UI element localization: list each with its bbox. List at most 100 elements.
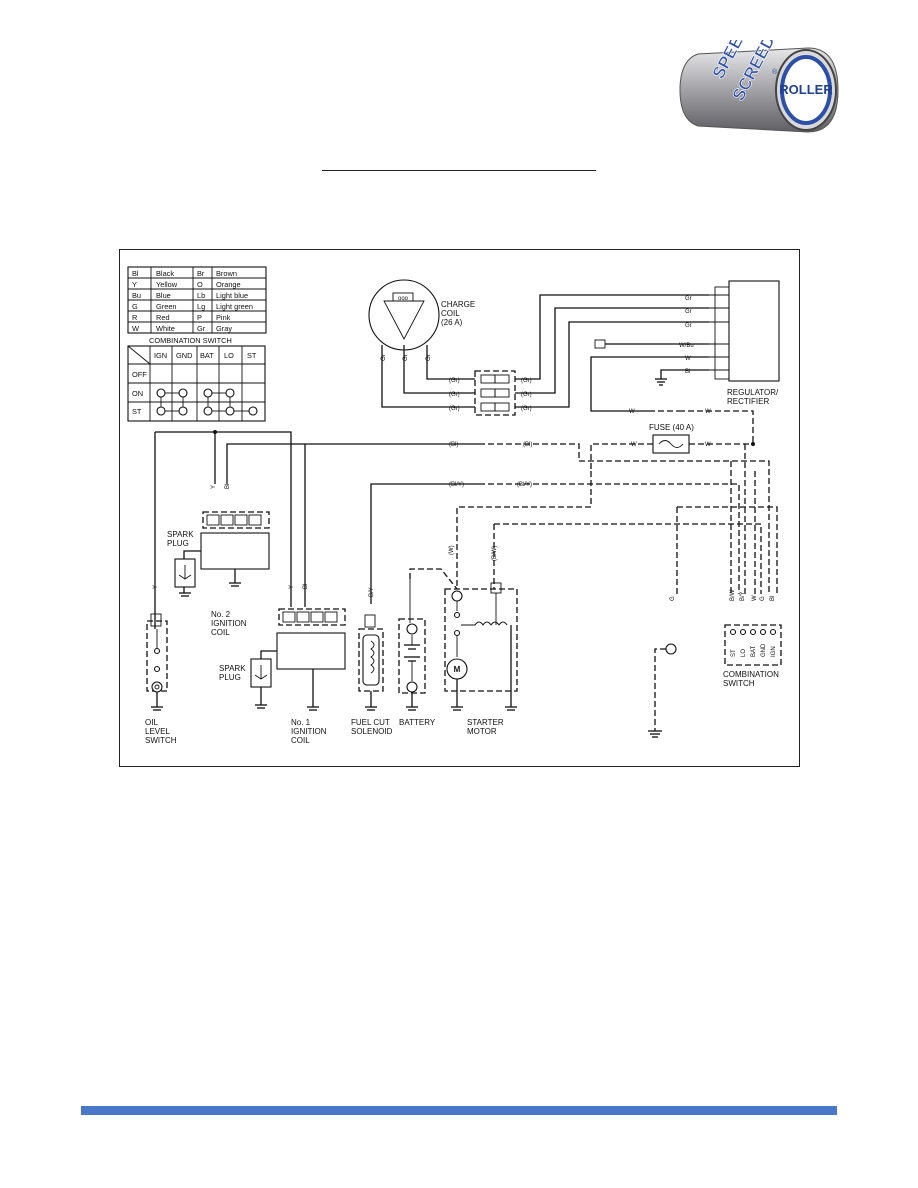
combo-row-label: ON xyxy=(132,389,143,398)
combo-row-label: OFF xyxy=(132,370,147,379)
svg-text:Bl: Bl xyxy=(685,369,690,375)
svg-text:PLUG: PLUG xyxy=(219,673,241,682)
color-table-cell: Red xyxy=(156,313,170,322)
svg-text:FUEL CUT: FUEL CUT xyxy=(351,718,390,727)
switch-terminal-label: LO xyxy=(741,649,747,657)
svg-text:IGNITION: IGNITION xyxy=(291,727,327,736)
color-table-cell: Black xyxy=(156,269,174,278)
switch-terminal-label: GND xyxy=(761,643,767,657)
svg-text:LEVEL: LEVEL xyxy=(145,727,170,736)
svg-text:(Gr): (Gr) xyxy=(449,378,460,384)
combo-column-header: BAT xyxy=(200,351,214,360)
diagram-frame xyxy=(119,249,800,767)
svg-text:B/Y: B/Y xyxy=(369,587,375,597)
ground-terminal xyxy=(648,643,677,738)
svg-text:(Gr): (Gr) xyxy=(521,406,532,412)
svg-text:G: G xyxy=(670,596,676,601)
svg-text:Bl: Bl xyxy=(225,484,231,489)
svg-text:W: W xyxy=(685,356,691,362)
color-table-cell: W xyxy=(132,324,139,333)
color-table-cell: P xyxy=(197,313,202,322)
color-table-cell: O xyxy=(197,280,203,289)
logo-registered: ® xyxy=(772,68,778,76)
fuse-label: FUSE (40 A) xyxy=(649,423,694,432)
svg-text:(Gr): (Gr) xyxy=(449,392,460,398)
svg-text:No. 2: No. 2 xyxy=(211,610,231,619)
color-table-cell: Light blue xyxy=(216,291,248,300)
svg-text:COMBINATION: COMBINATION xyxy=(723,670,779,679)
title-underline xyxy=(322,170,596,171)
svg-text:Gr: Gr xyxy=(685,323,692,329)
color-table-cell: Bl xyxy=(132,269,139,278)
svg-text:W: W xyxy=(631,442,637,448)
spark-plug-1: SPARK PLUG xyxy=(219,650,277,709)
svg-text:MOTOR: MOTOR xyxy=(467,727,497,736)
color-table-cell: G xyxy=(132,302,138,311)
color-table-cell: Lb xyxy=(197,291,205,300)
svg-text:(B/W): (B/W) xyxy=(492,546,498,561)
battery: BATTERY xyxy=(398,568,458,727)
color-table-cell: Gray xyxy=(216,324,232,333)
combo-table-title: COMBINATION SWITCH xyxy=(149,336,232,345)
svg-text:Y: Y xyxy=(289,585,295,589)
svg-text:B/Y: B/Y xyxy=(740,591,746,601)
svg-text:SPARK: SPARK xyxy=(219,664,246,673)
combo-column-header: ST xyxy=(247,351,257,360)
regulator-label-1: REGULATOR/ xyxy=(727,388,779,397)
speed-screed-roller-logo: ROLLER SPEED SCREED ® xyxy=(679,40,839,133)
svg-text:W: W xyxy=(752,595,758,601)
combo-row-label: ST xyxy=(132,407,142,416)
spark-plug-2: SPARK PLUG xyxy=(167,530,201,597)
color-table-cell: Lg xyxy=(197,302,205,311)
svg-text:Gr: Gr xyxy=(381,354,387,361)
color-table-cell: Light green xyxy=(216,302,253,311)
svg-text:Bl: Bl xyxy=(303,584,309,589)
color-table-cell: Green xyxy=(156,302,177,311)
svg-text:(Gr): (Gr) xyxy=(449,406,460,412)
switch-terminal-label: BAT xyxy=(751,645,757,657)
charge-coil-label-2: COIL xyxy=(441,309,460,318)
svg-text:Gr: Gr xyxy=(685,309,692,315)
charge-coil-label-3: (26 A) xyxy=(441,318,463,327)
svg-text:W: W xyxy=(629,409,635,415)
svg-text:SWITCH: SWITCH xyxy=(145,736,177,745)
svg-text:(Gr): (Gr) xyxy=(521,392,532,398)
svg-text:(Bl): (Bl) xyxy=(449,442,458,448)
svg-text:G: G xyxy=(760,596,766,601)
color-table-cell: Pink xyxy=(216,313,231,322)
svg-text:STARTER: STARTER xyxy=(467,718,504,727)
svg-text:Bl: Bl xyxy=(770,596,776,601)
charge-coil: ooo CHARGE COIL (26 A) xyxy=(368,279,475,374)
color-table-cell: Yellow xyxy=(156,280,178,289)
svg-text:COIL: COIL xyxy=(291,736,310,745)
fuel-cut-solenoid: FUEL CUT SOLENOID xyxy=(351,614,393,736)
svg-text:W: W xyxy=(705,442,711,448)
svg-text:Gr: Gr xyxy=(685,296,692,302)
svg-text:(W): (W) xyxy=(449,545,455,555)
motor-symbol: M xyxy=(454,665,461,674)
footer-bar xyxy=(81,1106,837,1115)
color-table-cell: R xyxy=(132,313,137,322)
svg-text:(Bl/Y): (Bl/Y) xyxy=(517,482,532,488)
fuse-40a: FUSE (40 A) xyxy=(649,423,694,454)
svg-text:B/W: B/W xyxy=(730,589,736,601)
svg-text:SWITCH: SWITCH xyxy=(723,679,755,688)
svg-text:No. 1: No. 1 xyxy=(291,718,311,727)
regulator-label-2: RECTIFIER xyxy=(727,397,769,406)
combo-column-header: GND xyxy=(176,351,192,360)
gray-connector xyxy=(474,370,516,416)
oil-level-switch: OIL LEVEL SWITCH xyxy=(145,613,177,745)
svg-text:SOLENOID: SOLENOID xyxy=(351,727,393,736)
svg-text:OIL: OIL xyxy=(145,718,158,727)
no1-ignition-coil: No. 1 IGNITION COIL xyxy=(276,608,346,745)
svg-text:(Gr): (Gr) xyxy=(521,378,532,384)
color-table-cell: Brown xyxy=(216,269,237,278)
no2-ignition-coil: No. 2 IGNITION COIL xyxy=(200,511,270,637)
color-table-cell: Blue xyxy=(156,291,171,300)
logo-badge: ROLLER xyxy=(779,82,833,97)
svg-text:W/Bu: W/Bu xyxy=(679,343,694,349)
battery-label: BATTERY xyxy=(399,718,436,727)
